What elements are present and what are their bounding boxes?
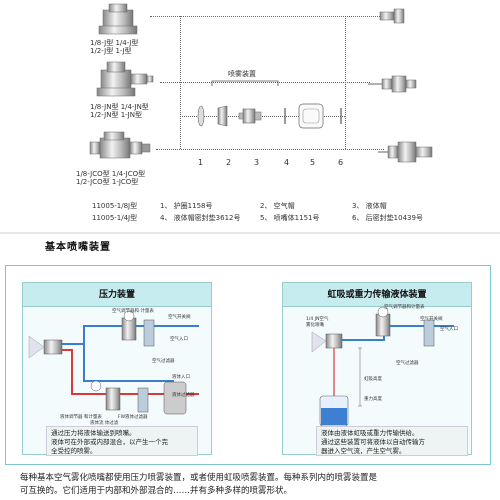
pressure-label-air-regulator: 空气调节器和 计量表: [112, 309, 154, 314]
part-number-5: 5: [310, 158, 316, 167]
nozzle-jco-name-2: 1/2-JCO型 1-JCO型: [76, 178, 139, 186]
model-label-1: 11005-1/8J型: [92, 202, 138, 210]
nozzle-jco-side-view: [378, 141, 433, 163]
siphon-setup-title: 虹吸或重力传输液体装置: [283, 283, 471, 307]
pressure-label-air-valve: 空气开关阀: [168, 315, 191, 320]
legend-item-3: 3、 液体帽: [352, 202, 387, 210]
nozzle-j-side-view: [379, 8, 405, 24]
siphon-note-line-2: 通过这些装置可将液体以自动传输方: [321, 438, 425, 446]
model-label-2: 11005-1/4J型: [92, 214, 138, 222]
connector-line-2: [160, 82, 370, 83]
nozzle-jn-name-1: 1/8-JN型 1/4-JN型: [90, 103, 149, 111]
part-fluid-cap: [238, 108, 262, 124]
siphon-note-line-1: 液体由液体虹吸或重力传输供给。: [321, 429, 419, 437]
part-number-1: 1: [198, 158, 204, 167]
pressure-note-line-1: 通过压力将液体输送到喷嘴。: [51, 429, 136, 437]
nozzle-j-name-1: 1/8-J型 1/4-J型: [90, 39, 139, 47]
exploded-parts: [197, 103, 342, 129]
assembly-label: 喷雾装置: [228, 70, 256, 78]
pressure-label-air-filter: 空气过滤器: [152, 359, 175, 364]
nozzle-jco-name-1: 1/8-JCO型 1/4-JCO型: [76, 170, 146, 178]
pressure-label-liquid-regulator: 液体调节器 和计量表: [60, 415, 102, 420]
siphon-label-air-inlet: 空气入口: [440, 327, 458, 332]
nozzle-jco-image: [89, 131, 151, 159]
vertical-connector-right: [345, 16, 346, 149]
nozzle-jn-image: [96, 61, 154, 97]
part-number-2: 2: [226, 158, 232, 167]
siphon-setup-diagram: [311, 306, 454, 427]
legend-item-2: 2、 空气帽: [260, 202, 295, 210]
pressure-label-liquid-inlet: 液体入口: [172, 375, 190, 380]
legend-item-1: 1、 护圈1158号: [160, 202, 213, 210]
pressure-setup-diagram: [28, 310, 199, 415]
siphon-setup-note: 液体由液体虹吸或重力传输供给。 通过这些装置可将液体以自动传输方 器进入空气流，…: [316, 426, 468, 456]
nozzle-jn-name-2: 1/2-JN型 1-JN型: [90, 111, 142, 119]
pressure-note-line-2: 液体可在外部或内部混合，以产生一个完: [51, 438, 168, 446]
part-nozzle-body: [298, 103, 324, 129]
footer-text-line-2: 可互换的。它们适用于内部和外部混合的……并有多种多样的喷雾形状。: [20, 486, 293, 496]
section-divider: [0, 232, 500, 234]
siphon-label-air-valve: 空气开关阀: [420, 317, 443, 322]
part-number-6: 6: [338, 158, 344, 167]
connector-line-3: [156, 149, 384, 150]
nozzle-j-name-2: 1/2-J型 1-J型: [90, 47, 132, 55]
part-number-4: 4: [284, 158, 290, 167]
section-title: 基本喷嘴装置: [45, 242, 111, 253]
siphon-label-air-filter: 空气过滤器: [396, 361, 419, 366]
siphon-label-air-regulator: 空气调节器和计量表: [384, 305, 425, 310]
siphon-label-gravity-height: 重力高度: [364, 397, 382, 402]
part-retainer-ring: [197, 105, 205, 127]
legend-item-4: 4、 液体帽密封垫3612号: [160, 214, 241, 222]
pressure-note-line-3: 全受控的喷雾。: [51, 447, 97, 455]
connector-line-1: [150, 16, 380, 17]
pressure-label-fw-filter: FW液体过滤器: [118, 415, 148, 420]
part-air-cap: [217, 105, 228, 127]
part-number-3: 3: [254, 158, 260, 167]
siphon-label-nozzle-1: 1/4 JN空气: [306, 317, 329, 322]
assembly-bracket: [211, 80, 279, 86]
siphon-label-siphon-height: 虹吸高度: [364, 377, 382, 382]
pressure-label-liquid-filter: 液体过滤器: [172, 393, 195, 398]
vertical-connector-left: [180, 16, 181, 149]
center-axis-line: [180, 116, 345, 117]
legend-item-6: 6、 后密封垫10439号: [352, 214, 423, 222]
pressure-setup-note: 通过压力将液体输送到喷嘴。 液体可在外部或内部混合，以产生一个完 全受控的喷雾。: [46, 426, 198, 456]
legend-item-5: 5、 喷嘴体1151号: [260, 214, 320, 222]
pressure-setup-title: 压力装置: [23, 283, 211, 307]
pressure-label-fluid-filter: 液体流 体过滤: [90, 421, 119, 426]
nozzle-j-image: [98, 3, 138, 35]
nozzle-jn-side-view: [368, 75, 417, 93]
footer-text-line-1: 每种基本空气雾化喷嘴都使用压力喷雾装置，或者使用虹吸喷雾装置。每种系列内的喷雾装…: [20, 473, 378, 483]
siphon-note-line-3: 器进入空气流，产生空气雾。: [321, 447, 406, 455]
siphon-label-nozzle-2: 雾化喷嘴: [306, 323, 324, 328]
pressure-label-air-inlet: 空气入口: [170, 337, 188, 342]
